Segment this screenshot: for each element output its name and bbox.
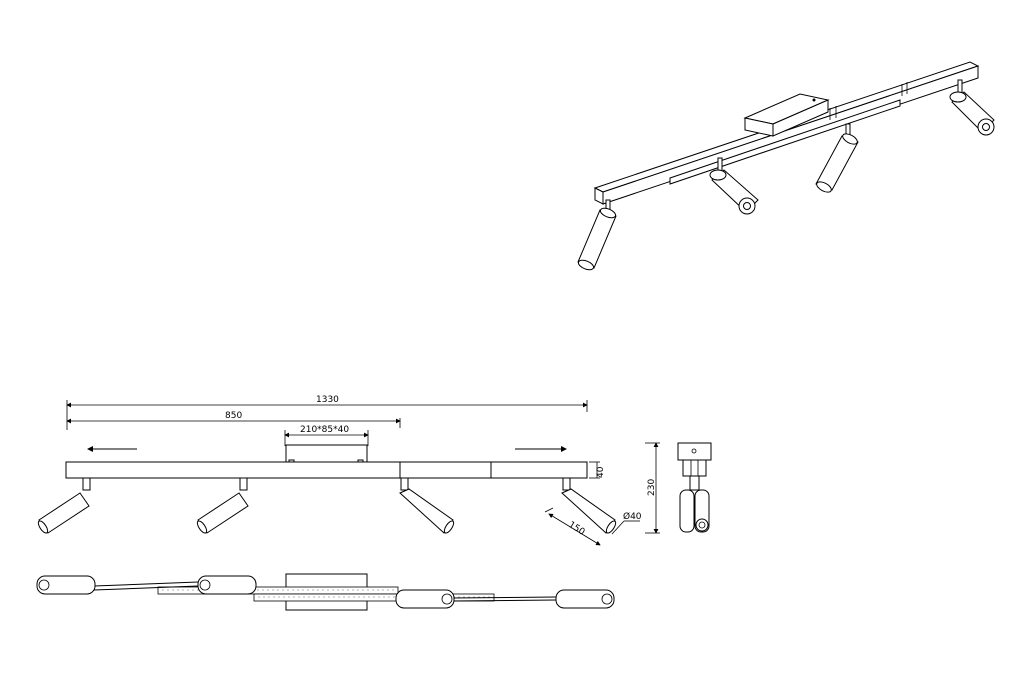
iso-spot-3 <box>815 123 859 193</box>
top-spot-1 <box>36 575 96 595</box>
iso-canopy <box>743 93 830 137</box>
iso-spot-1 <box>577 199 617 271</box>
side-spot-back <box>679 489 695 533</box>
dim-canopy: 210*85*40 <box>284 425 369 446</box>
side-canopy <box>677 442 712 461</box>
overall-length-label: 1330 <box>316 395 339 405</box>
top-spot-3 <box>395 589 455 609</box>
iso-spot-4 <box>949 79 995 136</box>
dim-adjustable-length: 850 <box>66 411 401 428</box>
total-height-label: 230 <box>647 479 657 496</box>
top-spot-2 <box>197 575 257 595</box>
side-bar <box>682 459 707 477</box>
isometric-view <box>577 61 995 271</box>
dim-total-height: 230 <box>645 442 660 534</box>
iso-spot-2 <box>709 157 759 215</box>
canopy-size-label: 210*85*40 <box>300 425 349 435</box>
front-spot-3 <box>399 477 455 534</box>
front-spot-2 <box>196 477 249 534</box>
dim-spot-diameter: Ø40 <box>611 511 642 535</box>
top-spot-4 <box>555 589 615 609</box>
front-spot-1 <box>37 477 91 534</box>
dim-overall-length: 1330 <box>66 395 588 430</box>
side-view: 230 <box>645 442 712 534</box>
spot-diameter-label: Ø40 <box>623 511 642 522</box>
canopy <box>285 444 368 463</box>
adjustable-length-label: 850 <box>225 411 242 421</box>
dim-bar-height: 40 <box>589 461 606 479</box>
bar-height-label: 40 <box>596 466 606 478</box>
front-view: 1330 850 210*85*40 <box>37 395 642 546</box>
bar <box>65 461 588 479</box>
top-view <box>36 573 615 611</box>
